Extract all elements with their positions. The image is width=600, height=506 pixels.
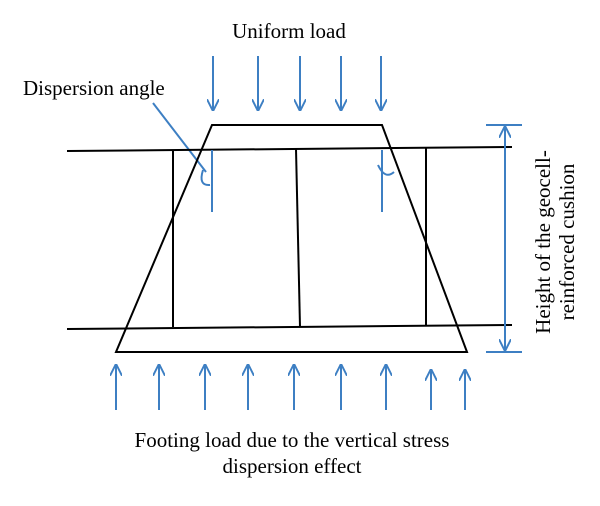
- dispersion-angle-leader: [152, 102, 207, 173]
- angle-arc-left: [200, 169, 211, 187]
- height-label: Height of the geocell- reinforced cushio…: [531, 150, 579, 334]
- height-label-line1: Height of the geocell-: [531, 150, 555, 334]
- cushion-top-line: [66, 146, 513, 152]
- footing-label-line2: dispersion effect: [223, 454, 362, 478]
- dispersion-angle-label: Dispersion angle: [23, 76, 165, 100]
- geocell-wall: [295, 148, 301, 328]
- footing-load-arrows: [116, 365, 465, 410]
- dispersion-trapezoid: [114, 124, 469, 353]
- uniform-load-arrows: [213, 56, 381, 110]
- angle-arc-right: [377, 164, 395, 176]
- footing-label-line1: Footing load due to the vertical stress: [135, 428, 450, 452]
- cushion-bottom-line: [66, 324, 513, 330]
- angle-markers: [200, 150, 395, 212]
- height-label-line2: reinforced cushion: [555, 163, 579, 320]
- height-dimension: [486, 124, 522, 353]
- uniform-load-label: Uniform load: [232, 19, 346, 43]
